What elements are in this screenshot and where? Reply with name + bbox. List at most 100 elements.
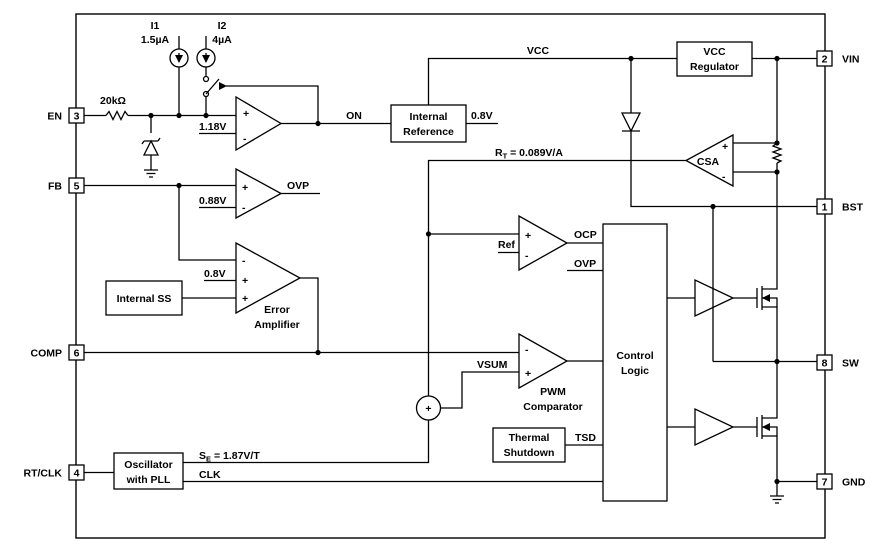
on-label: ON <box>346 110 362 122</box>
pin-en-number: 3 <box>74 111 80 123</box>
internal-ss-label: Internal SS <box>117 293 172 305</box>
high-side-driver <box>694 278 735 318</box>
internal-reference-out: 0.8V <box>471 110 493 122</box>
low-side-driver <box>694 407 735 447</box>
pwm-section: - + PWM Comparator VSUM + <box>84 332 603 464</box>
resistor-label: 20kΩ <box>100 95 126 107</box>
csa-label: CSA <box>697 156 720 168</box>
pin-en[interactable]: 3 EN <box>47 107 85 124</box>
current-sense: CSA + - RT = 0.089V/A <box>425 58 783 397</box>
ovp-comp-ref: 0.88V <box>199 195 226 207</box>
oscillator-line2: with PLL <box>126 474 171 486</box>
i2-name: I2 <box>218 20 227 32</box>
oscillator-line1: Oscillator <box>124 459 172 471</box>
ocp-comp-plus: + <box>525 230 531 242</box>
pin-comp[interactable]: 6 COMP <box>31 344 85 361</box>
pwm-vsum: VSUM <box>477 359 508 371</box>
pin-comp-label: COMP <box>31 348 63 360</box>
pin-vin-label: VIN <box>842 54 860 66</box>
pin-rtclk-label: RT/CLK <box>24 468 63 480</box>
error-amp-plus-2: + <box>242 293 248 305</box>
pin-rtclk[interactable]: 4 RT/CLK <box>24 464 85 481</box>
high-side-switch <box>667 206 817 365</box>
pin-fb-number: 5 <box>74 181 80 193</box>
internal-reference-line1: Internal <box>410 111 448 123</box>
en-network: 20kΩ I1 1.5µA I2 4µA + - <box>84 20 391 178</box>
i1-value: 1.5µA <box>141 34 170 46</box>
i1-name: I1 <box>151 20 160 32</box>
pin-sw-label: SW <box>842 358 859 370</box>
pin-vin-number: 2 <box>822 54 828 66</box>
pin-en-label: EN <box>47 111 62 123</box>
pin-fb-label: FB <box>48 181 62 193</box>
internal-ss-block <box>105 280 183 316</box>
ocp-comparator <box>518 214 569 272</box>
enable-comp-minus: - <box>243 133 247 145</box>
pin-gnd-label: GND <box>842 477 866 489</box>
pwm-comp-line1: PWM <box>540 386 566 398</box>
vcc-regulator-line2: Regulator <box>690 61 739 73</box>
pin-bst-number: 1 <box>822 202 828 214</box>
ocp-comp-minus: - <box>525 250 529 262</box>
pwm-comp-plus: + <box>525 368 531 380</box>
pwm-comp-line2: Comparator <box>523 401 583 413</box>
error-amplifier-symbol <box>235 241 302 315</box>
enable-switch <box>202 75 210 83</box>
ocp-ovp-in: OVP <box>574 258 596 270</box>
zener-diode <box>141 137 161 156</box>
thermal-line1: Thermal <box>509 432 550 444</box>
ovp-comp-plus: + <box>242 182 248 194</box>
error-amp-line2: Amplifier <box>254 319 300 331</box>
internal-reference: Internal Reference 0.8V VCC <box>390 45 677 143</box>
csa-minus: - <box>722 171 726 183</box>
ground-symbol-en <box>144 169 158 178</box>
pin-gnd-number: 7 <box>822 477 828 489</box>
pin-sw-number: 8 <box>822 358 828 370</box>
enable-comp-ref: 1.18V <box>199 121 226 133</box>
pin-bst-label: BST <box>842 202 864 214</box>
vcc-regulator: VCC Regulator <box>620 41 817 210</box>
enable-comparator <box>235 95 283 152</box>
ovp-comp-out: OVP <box>287 180 309 192</box>
control-logic-block <box>602 223 668 502</box>
control-logic-line2: Logic <box>621 365 649 377</box>
chip-outline <box>75 13 826 539</box>
pin-fb[interactable]: 5 FB <box>48 177 85 194</box>
pin-gnd[interactable]: 7 GND <box>816 473 866 490</box>
pwm-comp-minus: - <box>525 344 529 356</box>
se-label: SE = 1.87V/T <box>199 450 260 464</box>
summing-node-symbol: + <box>425 403 431 415</box>
pwm-comparator <box>518 332 569 390</box>
oscillator: Oscillator with PLL CLK SE = 1.87V/T <box>84 450 603 490</box>
thermal-out: TSD <box>575 432 596 444</box>
vcc-regulator-line1: VCC <box>703 46 726 58</box>
thermal-shutdown: Thermal Shutdown TSD <box>492 427 603 463</box>
pin-vin[interactable]: 2 VIN <box>816 50 860 67</box>
ocp-comp-out: OCP <box>574 229 597 241</box>
ovp-comp-minus: - <box>242 202 246 214</box>
vcc-label: VCC <box>527 45 550 57</box>
pin-bst[interactable]: 1 BST <box>816 198 864 215</box>
control-logic-line1: Control <box>616 350 653 362</box>
ocp-comp-ref: Ref <box>498 239 515 251</box>
pin-rtclk-number: 4 <box>74 468 80 480</box>
i2-value: 4µA <box>212 34 232 46</box>
low-side-switch <box>667 361 817 504</box>
error-amp-line1: Error <box>264 304 290 316</box>
error-amp-minus: - <box>242 255 246 267</box>
ocp-section: + - Ref OCP OVP <box>428 214 603 272</box>
ovp-comparator <box>235 167 283 220</box>
ground-symbol-main <box>770 495 784 504</box>
oscillator-clk: CLK <box>199 469 221 481</box>
csa-plus: + <box>722 141 728 153</box>
control-logic: Control Logic <box>602 223 668 502</box>
thermal-line2: Shutdown <box>504 447 555 459</box>
error-amplifier: - + + 0.8V Error Amplifier Internal SS <box>105 241 319 353</box>
ovp-section: + - 0.88V OVP <box>84 167 320 261</box>
error-amp-plus-1: + <box>242 275 248 287</box>
bootstrap-diode <box>620 112 642 133</box>
rt-label: RT = 0.089V/A <box>495 147 563 161</box>
pin-sw[interactable]: 8 SW <box>816 354 859 371</box>
enable-comp-plus: + <box>243 108 249 120</box>
